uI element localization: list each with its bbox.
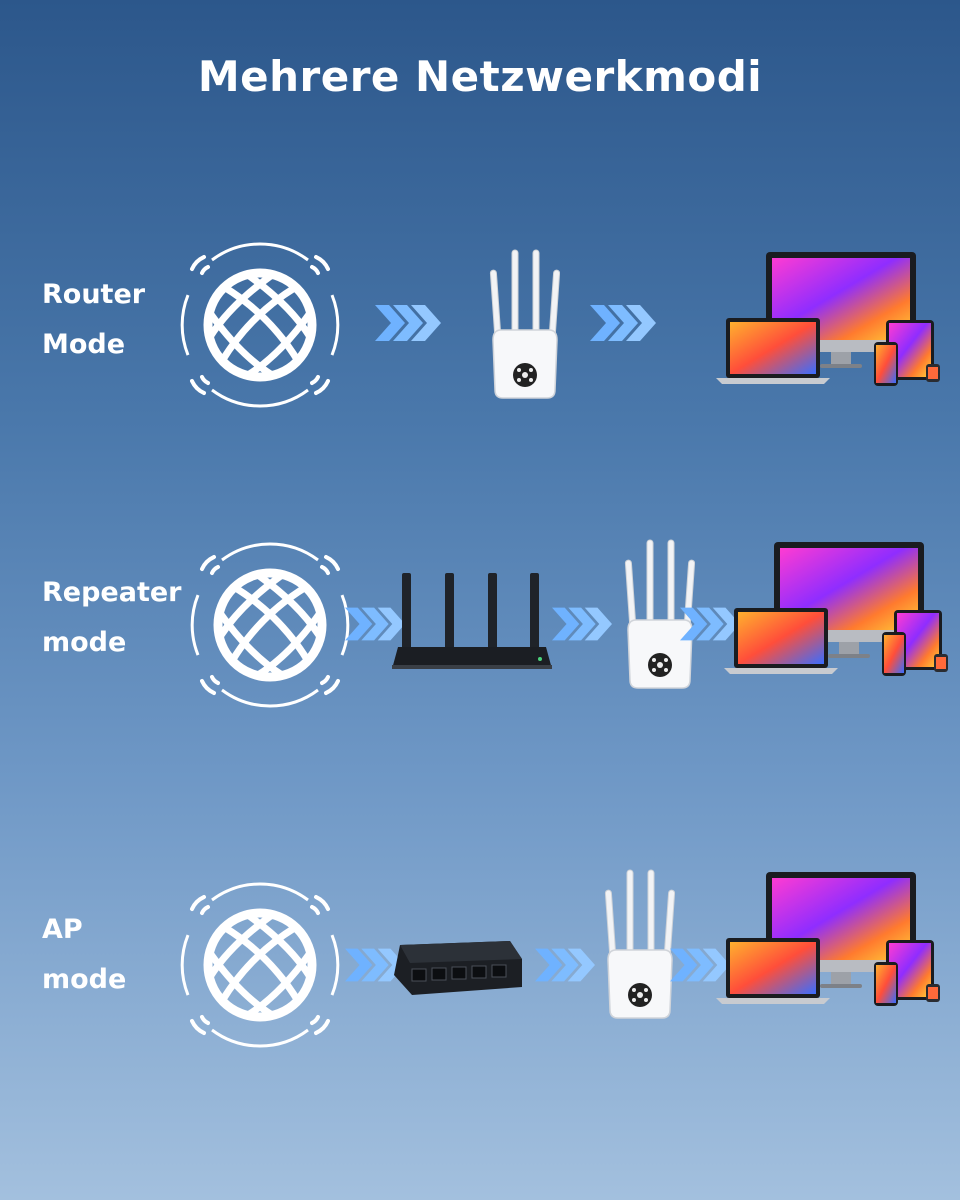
mode-label-router: Router Mode <box>42 270 145 370</box>
repeater-icon <box>489 249 560 399</box>
chevrons-right-icon <box>552 607 612 641</box>
mode-label-ap: AP mode <box>42 905 126 1005</box>
globe-icon <box>170 235 350 415</box>
mode-label-line1: Router <box>42 279 146 310</box>
mode-label-repeater: Repeater mode <box>42 568 182 668</box>
devices-icon <box>716 252 940 386</box>
mode-label-line1: Repeater <box>42 577 182 608</box>
mode-label-line2: mode <box>42 964 127 995</box>
globe-icon <box>170 875 350 1055</box>
router-icon <box>392 573 552 669</box>
mode-label-line2: Mode <box>42 329 126 360</box>
chevrons-right-icon <box>590 305 656 341</box>
switch-icon <box>394 941 522 995</box>
mode-label-line1: AP <box>42 914 83 945</box>
globe-icon <box>180 535 360 715</box>
devices-icon <box>716 872 940 1006</box>
chevrons-right-icon <box>375 305 441 341</box>
devices-icon <box>724 542 948 676</box>
repeater-icon <box>604 869 675 1019</box>
page-title: Mehrere Netzwerkmodi <box>197 52 763 101</box>
mode-label-line2: mode <box>42 627 127 658</box>
